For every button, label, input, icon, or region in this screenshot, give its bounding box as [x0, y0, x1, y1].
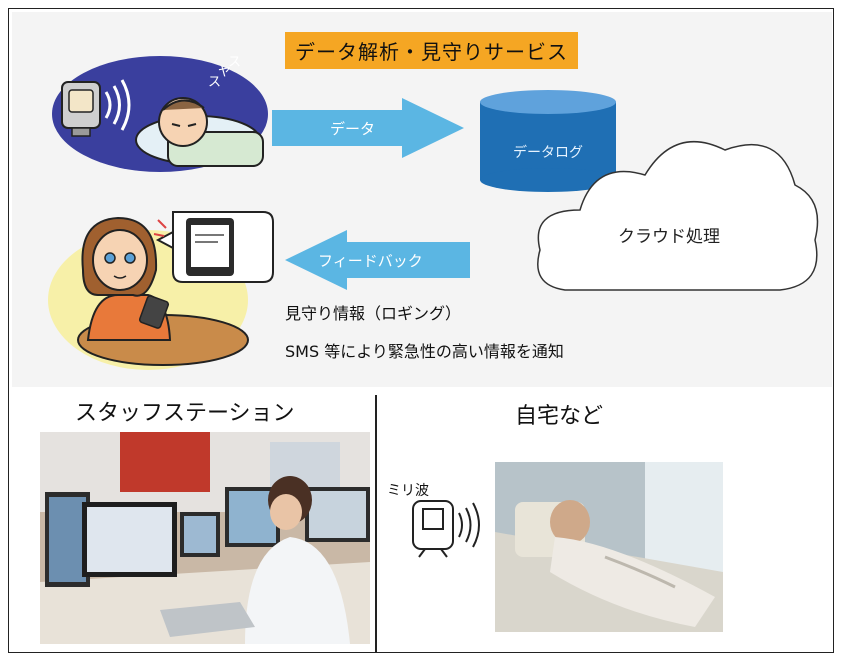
staff-station-heading: スタッフステーション	[75, 401, 295, 426]
database-label: データログ	[513, 145, 583, 161]
data-arrow	[272, 98, 464, 158]
cloud-label: クラウド処理	[618, 227, 720, 247]
svg-text:ヤ: ヤ	[218, 65, 231, 80]
info-line-sms: SMS 等により緊急性の高い情報を通知	[285, 342, 564, 361]
database-cylinder	[480, 90, 616, 192]
home-bed-photo	[495, 462, 723, 632]
sleeping-person-illustration: ス ヤ ス	[52, 55, 268, 172]
data-arrow-label: データ	[330, 120, 376, 138]
info-line-logging: 見守り情報（ロギング）	[285, 304, 462, 323]
section-divider	[375, 395, 377, 653]
home-heading: 自宅など	[515, 404, 604, 429]
millimeter-wave-label: ミリ波	[387, 483, 429, 499]
radar-sensor-icon	[412, 500, 480, 558]
svg-text:ス: ス	[208, 75, 221, 90]
caregiver-illustration	[48, 211, 274, 370]
feedback-arrow-label: フィードバック	[318, 252, 423, 270]
feedback-arrow	[285, 230, 470, 290]
figure-frame	[8, 8, 834, 653]
diagram-title: データ解析・見守りサービス	[285, 32, 578, 69]
cloud-shape	[537, 140, 819, 291]
svg-text:ス: ス	[228, 55, 241, 70]
staff-station-photo	[40, 432, 370, 644]
